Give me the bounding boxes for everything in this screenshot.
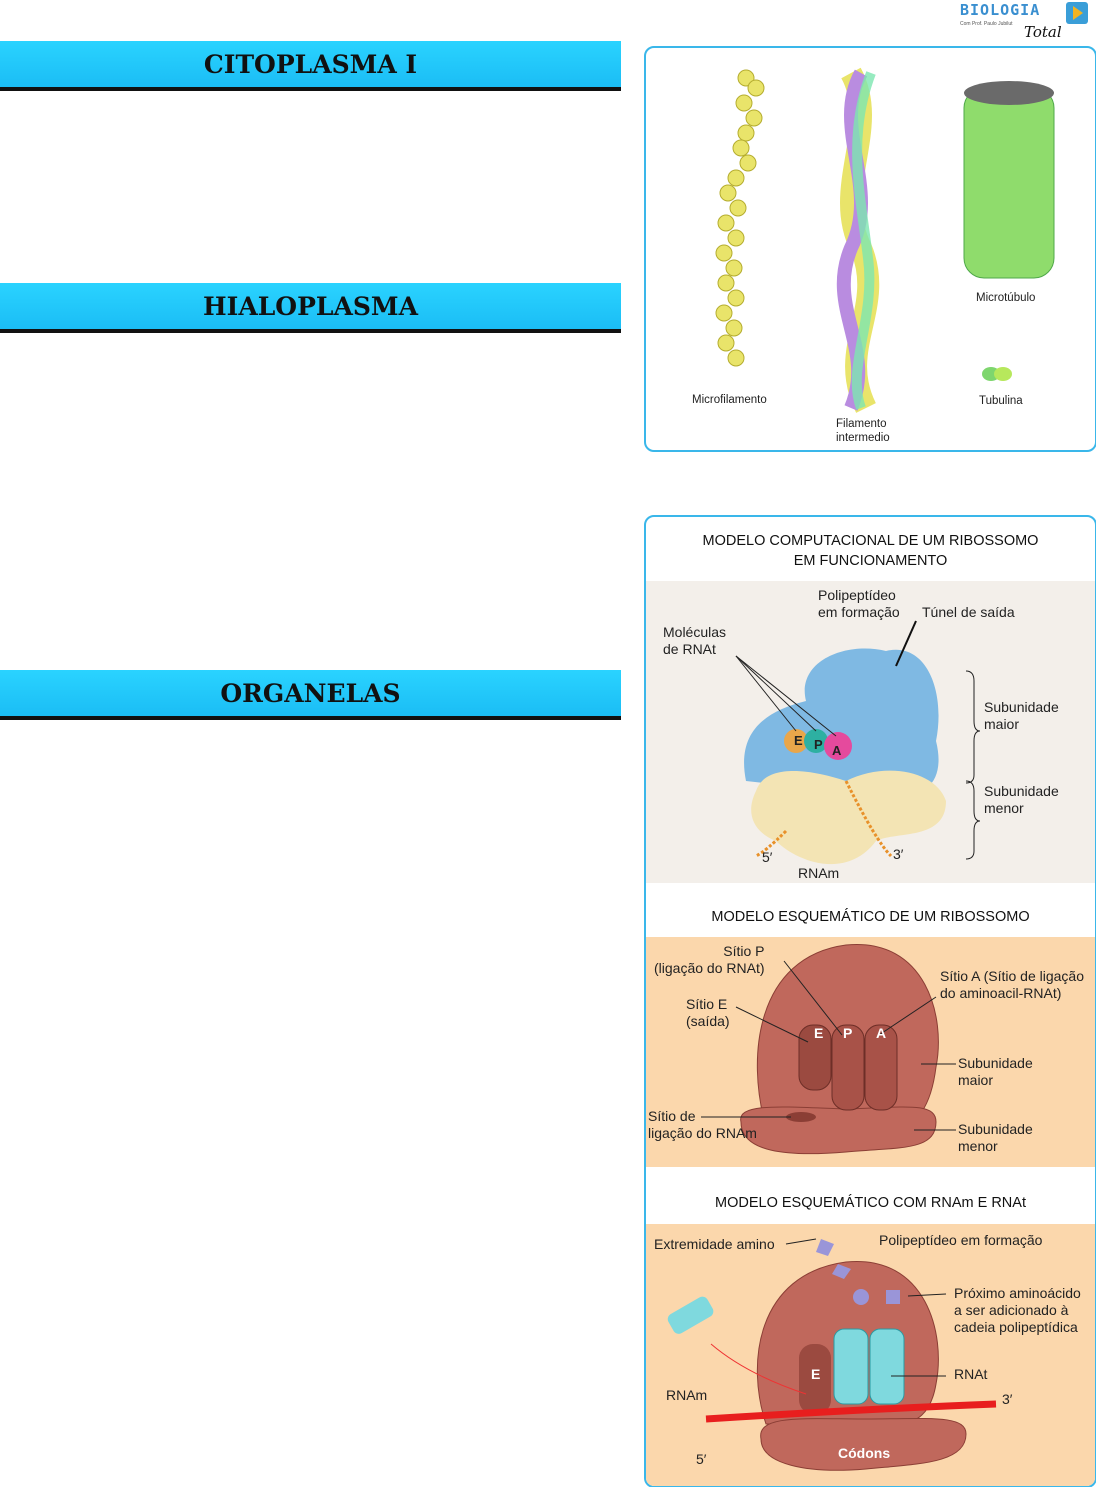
title-computational: MODELO COMPUTACIONAL DE UM RIBOSSOMO EM … xyxy=(702,533,1039,569)
label-rnam: RNAm xyxy=(798,865,840,881)
label-sitio-p: Sítio P (ligação do RNAt) xyxy=(654,943,765,976)
ribosome-figure: MODELO COMPUTACIONAL DE UM RIBOSSOMO EM … xyxy=(644,515,1096,1487)
label-3prime: 3′ xyxy=(893,846,904,862)
site-a: A xyxy=(832,743,842,758)
label-polipeptideo-formacao: Polipeptídeo em formação xyxy=(879,1232,1043,1248)
section-title: ORGANELAS xyxy=(220,678,401,708)
section-title: HIALOPLASMA xyxy=(203,291,418,321)
label-sitio-e: Sítio E (saída) xyxy=(686,996,730,1029)
label-5prime: 5′ xyxy=(762,849,773,865)
label-rna-5prime: 5′ xyxy=(696,1451,707,1467)
section-citoplasma: CITOPLASMA I xyxy=(0,41,621,91)
section-organelas: ORGANELAS xyxy=(0,670,621,720)
label-rna-3prime: 3′ xyxy=(1002,1391,1013,1407)
play-icon xyxy=(1066,2,1088,24)
label-rnat: RNAt xyxy=(954,1366,988,1382)
section-hialoplasma: HIALOPLASMA xyxy=(0,283,621,333)
cytoskeleton-figure: Microfilamento Filamento intermedio Micr… xyxy=(644,46,1096,452)
label-extremidade-amino: Extremidade amino xyxy=(654,1236,775,1252)
schematic-site-a: A xyxy=(876,1025,887,1041)
label-rna-rnam: RNAm xyxy=(666,1387,708,1403)
label-filamento-intermedio: Filamento intermedio xyxy=(836,418,890,444)
label-polipeptideo: Polipeptídeo em formação xyxy=(818,587,900,620)
label-sitio-rnam: Sítio de ligação do RNAm xyxy=(648,1108,757,1141)
label-proximo-aminoacido: Próximo aminoácido a ser adicionado à ca… xyxy=(954,1285,1081,1335)
title-rna: MODELO ESQUEMÁTICO COM RNAm E RNAt xyxy=(715,1195,1026,1211)
label-tubulina: Tubulina xyxy=(979,395,1023,407)
logo-word: BIOLOGIA xyxy=(960,1,1041,19)
schematic-site-e: E xyxy=(814,1025,824,1041)
cytoskeleton-illustration xyxy=(715,67,1055,413)
label-schematic-maior: Subunidade maior xyxy=(958,1055,1033,1088)
schematic-site-p: P xyxy=(843,1025,853,1041)
title-schematic: MODELO ESQUEMÁTICO DE UM RIBOSSOMO xyxy=(711,909,1030,925)
rna-site-e: E xyxy=(811,1366,821,1382)
site-p: P xyxy=(814,737,823,752)
ribosome-rna-illustration xyxy=(667,1238,997,1471)
site-e: E xyxy=(794,733,803,748)
label-subunidade-maior: Subunidade maior xyxy=(984,699,1059,732)
label-microfilamento: Microfilamento xyxy=(692,394,767,406)
label-subunidade-menor: Subunidade menor xyxy=(984,783,1059,816)
logo-tagline: Com Prof. Paulo Jubilut xyxy=(960,21,1013,27)
label-sitio-a: Sítio A (Sítio de ligação do aminoacil-R… xyxy=(940,968,1084,1001)
label-moleculas: Moléculas de RNAt xyxy=(663,624,727,657)
logo: BIOLOGIA Com Prof. Paulo Jubilut Total xyxy=(958,2,1092,44)
logo-script: Total xyxy=(1024,23,1062,41)
ribosome-3d-illustration xyxy=(735,620,981,865)
ribosome-schematic-illustration xyxy=(701,944,956,1155)
label-tunel: Túnel de saída xyxy=(922,604,1015,620)
label-codons: Códons xyxy=(838,1445,891,1461)
label-microtubulo: Microtúbulo xyxy=(976,292,1036,304)
label-schematic-menor: Subunidade menor xyxy=(958,1121,1033,1154)
section-title: CITOPLASMA I xyxy=(203,49,418,79)
